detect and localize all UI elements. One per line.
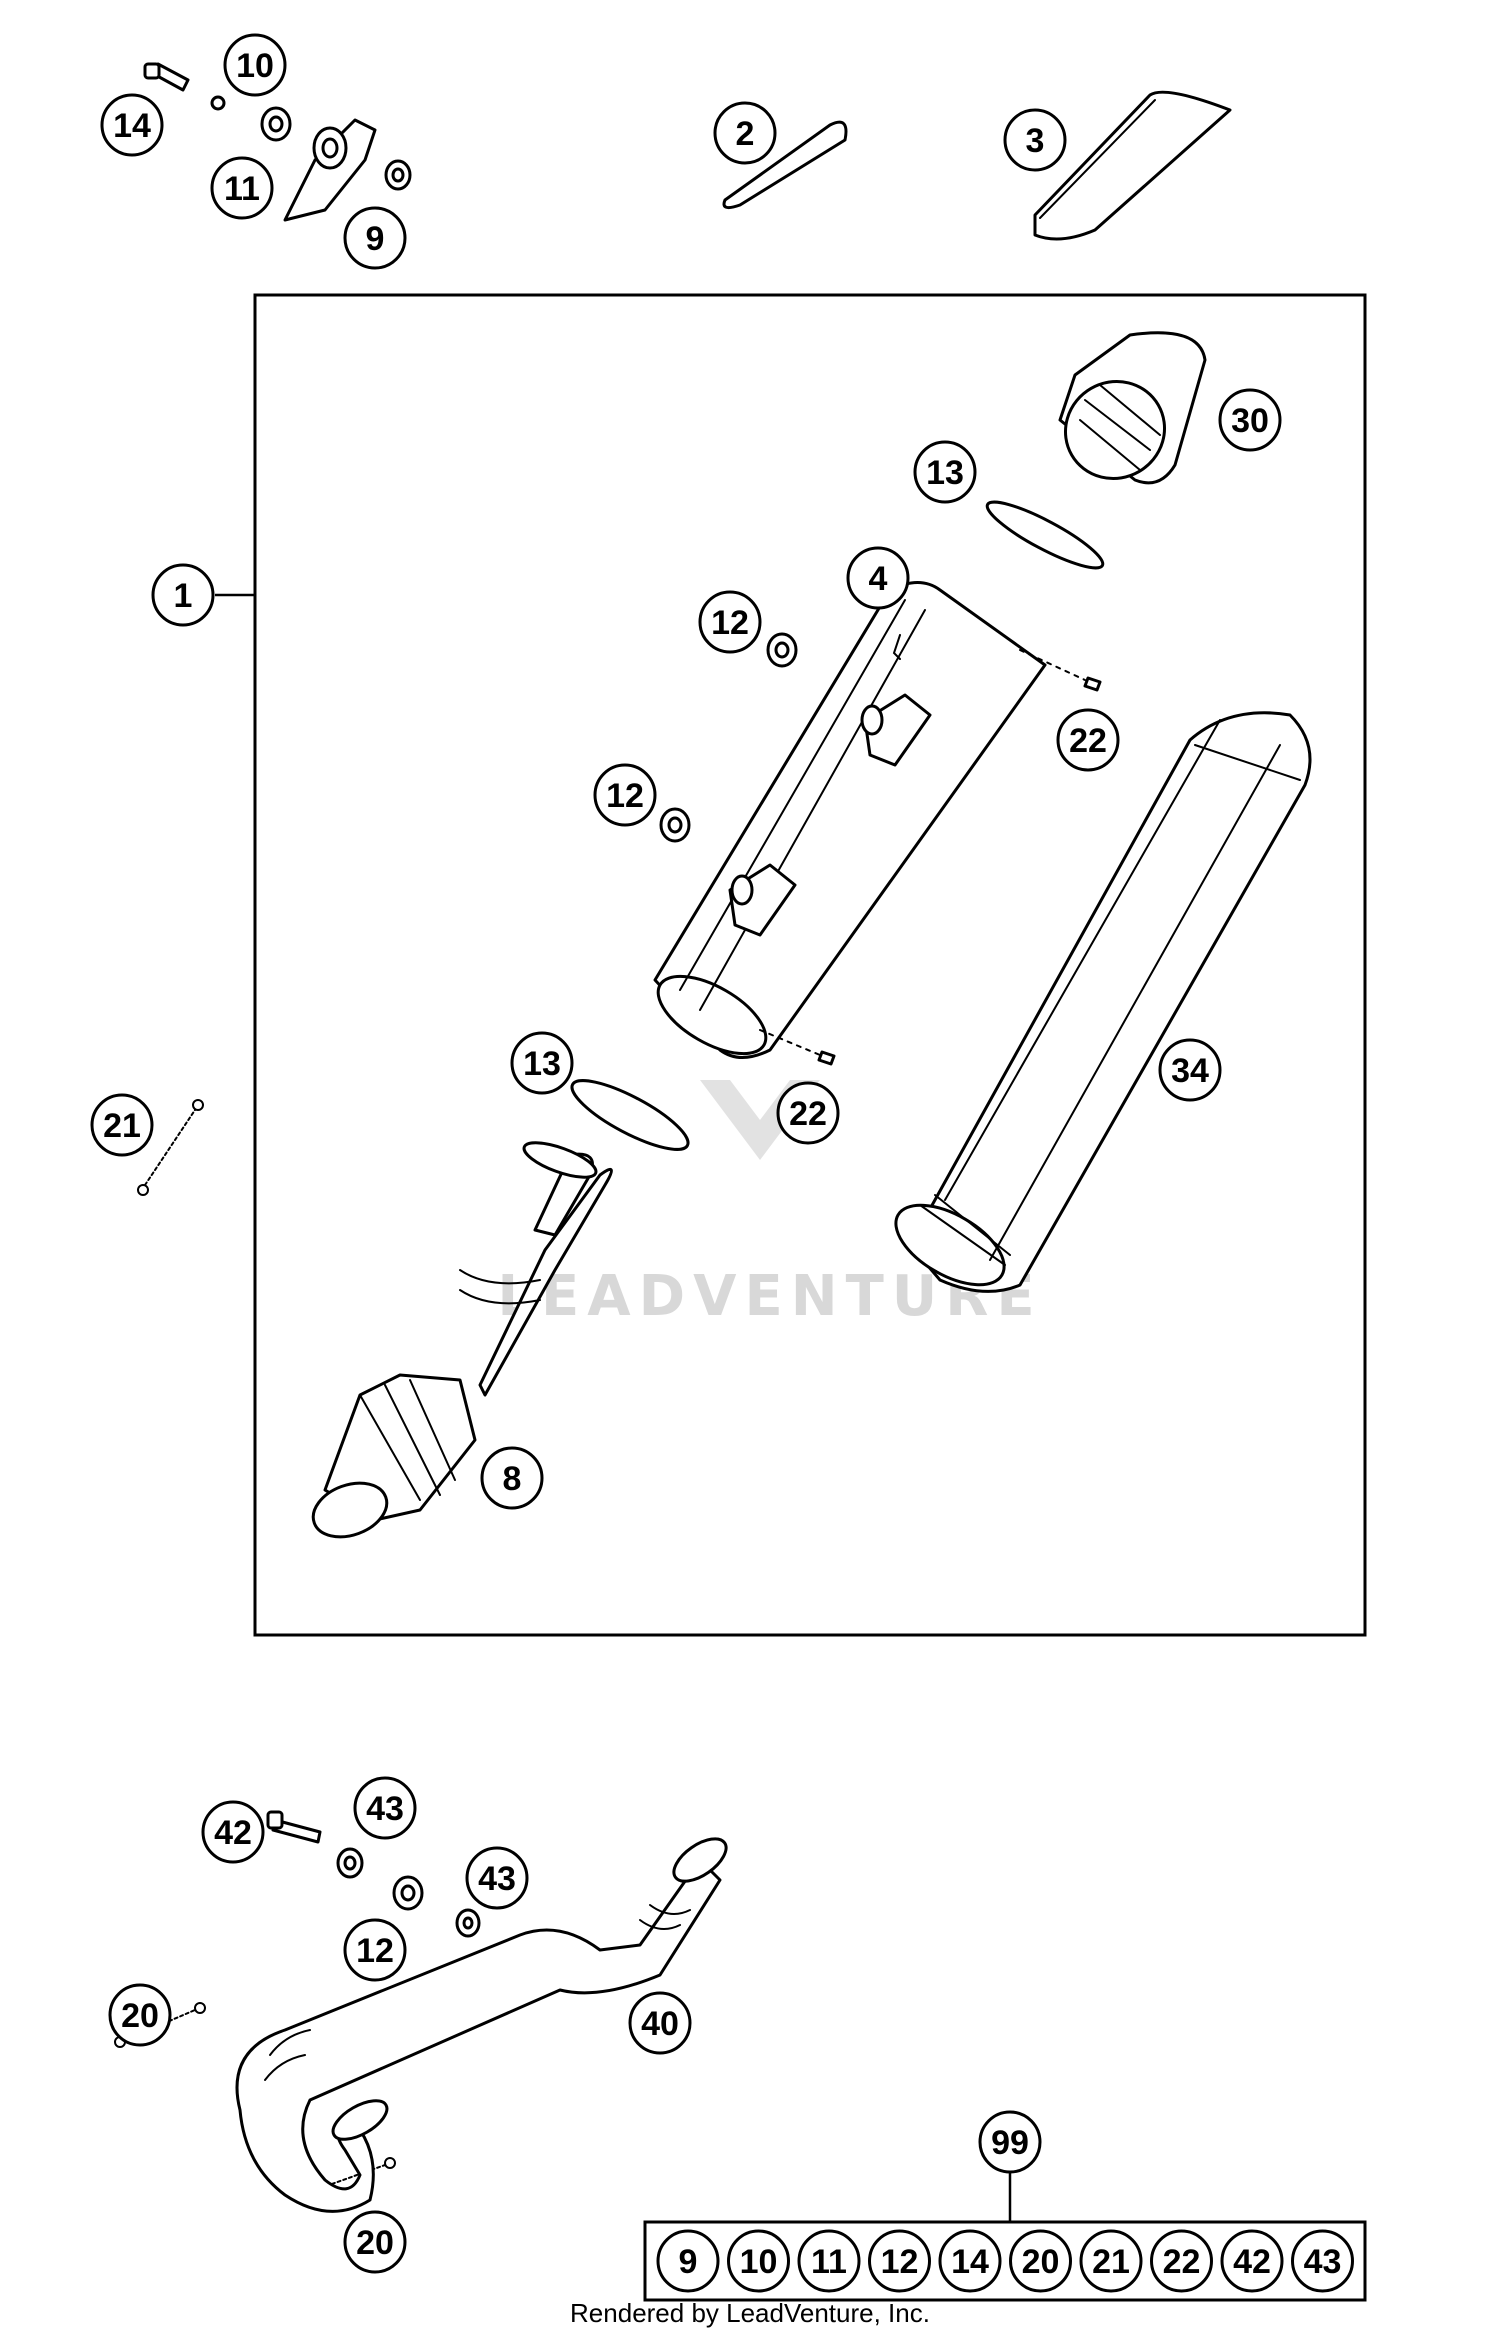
kit-item-43: 43	[1291, 2229, 1354, 2293]
svg-text:12: 12	[606, 777, 644, 815]
kit-item-label: 22	[1163, 2243, 1201, 2281]
svg-text:4: 4	[869, 560, 888, 598]
kit-item-label: 42	[1233, 2243, 1271, 2281]
callout-43-lower: 43	[465, 1846, 529, 1910]
callout-43-upper: 43	[353, 1776, 417, 1840]
svg-text:10: 10	[236, 47, 274, 85]
top-mounting-hardware	[143, 62, 412, 222]
callout-12-middle: 12	[593, 763, 657, 827]
header-pipe	[235, 1837, 728, 2213]
kit-item-label: 14	[951, 2243, 989, 2281]
svg-text:12: 12	[711, 604, 749, 642]
svg-text:9: 9	[366, 220, 385, 258]
callout-13-lower: 13	[510, 1031, 574, 1095]
svg-text:34: 34	[1171, 1052, 1209, 1090]
kit-contents-box	[643, 2220, 1367, 2302]
kit-item-21: 21	[1079, 2229, 1143, 2293]
callout-11: 11	[210, 156, 274, 220]
kit-item-12: 12	[868, 2229, 931, 2293]
svg-text:12: 12	[356, 1932, 394, 1970]
svg-text:42: 42	[214, 1814, 252, 1852]
kit-item-label: 12	[881, 2243, 919, 2281]
callout-14: 14	[100, 93, 164, 157]
callout-4: 4	[846, 546, 910, 610]
heat-shield-large	[1033, 90, 1232, 241]
callout-8: 8	[480, 1446, 544, 1510]
svg-text:8: 8	[503, 1460, 522, 1498]
callout-20-upper: 20	[108, 1983, 172, 2047]
kit-item-label: 11	[811, 2243, 847, 2281]
svg-text:20: 20	[121, 1997, 159, 2035]
svg-text:43: 43	[366, 1790, 404, 1828]
muffler-front-pipe	[311, 1141, 613, 1539]
svg-text:11: 11	[224, 170, 260, 208]
callout-10: 10	[223, 33, 287, 97]
kit-item-22: 22	[1150, 2229, 1213, 2293]
kit-item-label: 43	[1304, 2243, 1342, 2281]
heat-shield-small	[722, 120, 848, 210]
kit-item-9: 9	[656, 2229, 720, 2293]
kit-item-label: 21	[1092, 2243, 1130, 2281]
callout-40: 40	[628, 1991, 692, 2055]
kit-item-14: 14	[938, 2229, 1002, 2293]
callout-42: 42	[201, 1800, 265, 1864]
spring-21	[137, 1099, 204, 1196]
kit-item-20: 20	[1009, 2229, 1072, 2293]
callout-22-upper: 22	[1056, 708, 1120, 772]
callout-12-header: 12	[343, 1918, 407, 1982]
svg-text:22: 22	[1069, 722, 1107, 760]
kit-item-10: 10	[727, 2229, 790, 2293]
muffler-inner-body	[653, 581, 1047, 1059]
screw-upper	[1083, 676, 1102, 692]
muffler-assembly-frame	[253, 293, 1367, 1637]
svg-text:3: 3	[1026, 122, 1045, 160]
svg-text:14: 14	[113, 107, 151, 145]
svg-text:40: 40	[641, 2005, 679, 2043]
kit-item-42: 42	[1220, 2229, 1284, 2293]
callout-12-upper: 12	[698, 590, 762, 654]
callout-3: 3	[1003, 108, 1067, 172]
svg-text:13: 13	[523, 1045, 561, 1083]
svg-text:43: 43	[478, 1860, 516, 1898]
callout-13-upper: 13	[913, 440, 977, 504]
kit-item-label: 9	[679, 2243, 698, 2281]
callout-1: 1	[151, 563, 215, 627]
screw-lower	[817, 1050, 836, 1066]
svg-text:13: 13	[926, 454, 964, 492]
svg-text:2: 2	[736, 115, 755, 153]
svg-text:22: 22	[789, 1095, 827, 1133]
svg-text:30: 30	[1231, 402, 1269, 440]
callout-2: 2	[713, 101, 777, 165]
kit-item-11: 11	[797, 2229, 861, 2293]
gasket-lower	[570, 1079, 690, 1151]
callout-9: 9	[343, 206, 407, 270]
callout-34: 34	[1158, 1038, 1222, 1102]
callout-99: 99	[978, 2110, 1042, 2174]
svg-text:1: 1	[174, 577, 193, 615]
kit-contents-row: 9 10 11 12 14 20 21 22 42 43	[656, 2229, 1354, 2293]
footer-credit: Rendered by LeadVenture, Inc.	[570, 2298, 930, 2328]
gasket-upper	[985, 500, 1105, 570]
kit-item-label: 10	[740, 2243, 778, 2281]
kit-item-label: 20	[1022, 2243, 1060, 2281]
svg-text:99: 99	[991, 2124, 1029, 2162]
callout-30: 30	[1218, 388, 1282, 452]
svg-text:21: 21	[103, 1107, 141, 1145]
callout-20-lower: 20	[343, 2210, 407, 2274]
callout-22-lower: 22	[776, 1081, 840, 1145]
callout-21: 21	[90, 1093, 154, 1157]
muffler-end-cap	[1058, 331, 1207, 485]
muffler-outer-sleeve	[894, 711, 1312, 1293]
svg-text:20: 20	[356, 2224, 394, 2262]
